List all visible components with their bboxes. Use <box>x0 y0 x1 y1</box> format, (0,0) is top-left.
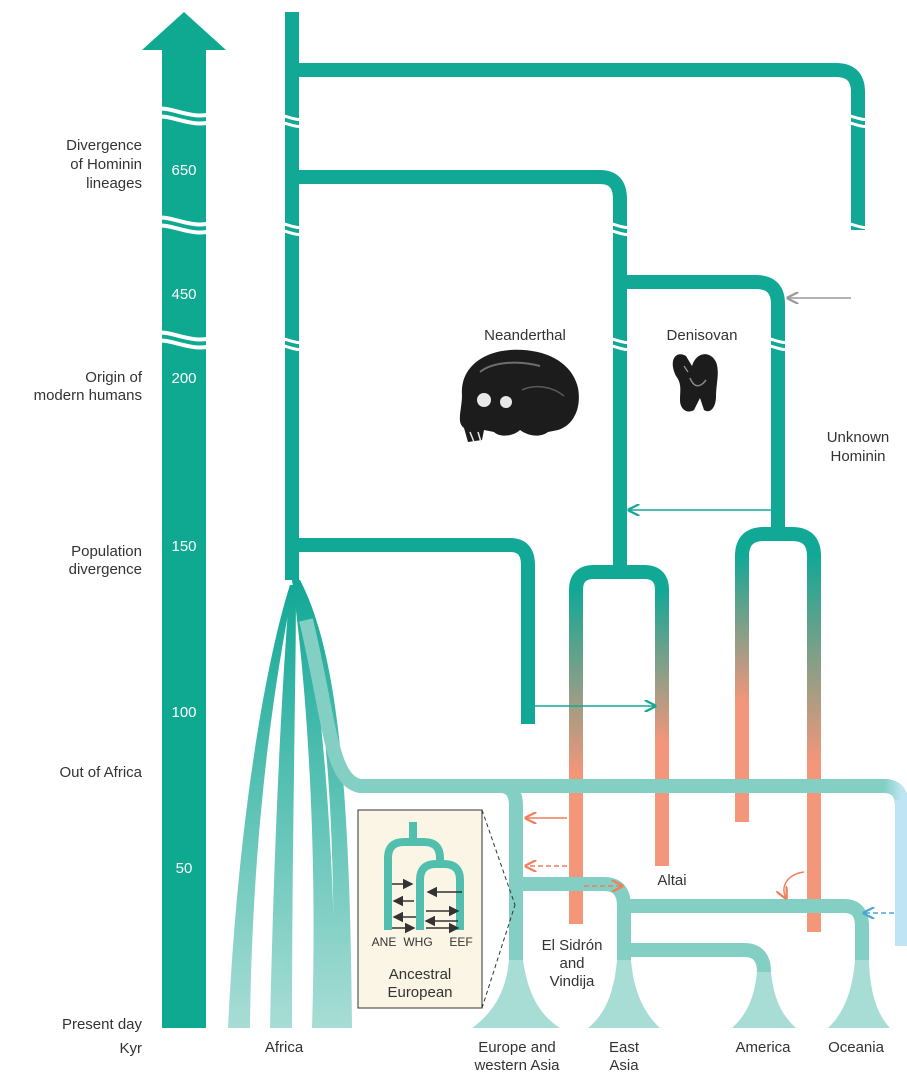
tick-100: 100 <box>171 704 196 721</box>
svg-text:of Hominin: of Hominin <box>70 156 142 173</box>
svg-text:lineages: lineages <box>86 175 142 192</box>
time-axis-arrow <box>142 12 226 1028</box>
axis-break-marks <box>146 106 219 350</box>
label-europe-1: Europe and <box>478 1039 556 1056</box>
label-present-day: Present day <box>62 1016 143 1033</box>
label-america: America <box>735 1039 791 1056</box>
east-asia-fan <box>588 960 660 1028</box>
oceania-ghost-stem <box>895 800 907 946</box>
label-el-sidron-1: El Sidrón <box>542 937 603 954</box>
inset-gene-flow-arrows <box>392 878 462 934</box>
label-africa: Africa <box>265 1039 304 1056</box>
inset-label-eef: EEF <box>449 935 472 949</box>
label-unknown-hominin-2: Hominin <box>830 448 885 465</box>
label-unknown-hominin-1: Unknown <box>827 429 890 446</box>
label-kyr: Kyr <box>120 1040 143 1057</box>
label-altai: Altai <box>657 872 686 889</box>
label-el-sidron-2: and <box>559 955 584 972</box>
tick-150: 150 <box>171 538 196 555</box>
label-origin-modern-humans: Origin of modern humans <box>34 369 143 404</box>
neanderthal-el-sidron-stem <box>569 590 583 924</box>
inset-title-line-2: European <box>387 984 452 1001</box>
svg-text:Origin of: Origin of <box>85 369 143 386</box>
tick-50: 50 <box>176 860 193 877</box>
branch-archaic <box>292 170 627 565</box>
inset-zoom-lines <box>481 809 516 1009</box>
svg-text:Divergence: Divergence <box>66 137 142 154</box>
europe-branch <box>499 779 523 990</box>
label-east-asia-2: Asia <box>609 1057 639 1074</box>
africa-lineage-4 <box>294 580 352 1028</box>
label-neanderthal: Neanderthal <box>484 327 566 344</box>
oceania-branch <box>624 899 869 990</box>
svg-text:Population: Population <box>71 543 142 560</box>
arrow-denisovan-to-oceania <box>784 871 805 898</box>
america-branch <box>624 943 771 990</box>
label-out-of-africa: Out of Africa <box>59 764 142 781</box>
skull-icon <box>459 349 579 443</box>
branch-early-modern <box>292 538 535 724</box>
europe-fan <box>472 960 560 1028</box>
denisovan-left-stem <box>735 556 749 822</box>
label-el-sidron-3: Vindija <box>550 973 595 990</box>
label-oceania: Oceania <box>828 1039 885 1056</box>
label-east-asia-1: East <box>609 1039 640 1056</box>
label-denisovan: Denisovan <box>667 327 738 344</box>
tick-450: 450 <box>171 286 196 303</box>
denisovan-fork-top <box>735 527 821 557</box>
label-divergence-hominin: Divergence of Hominin lineages <box>66 137 142 192</box>
oceania-fan <box>828 960 890 1028</box>
africa-lineage-1 <box>228 585 294 1028</box>
inset-label-ane: ANE <box>372 935 397 949</box>
neanderthal-fork-top <box>569 565 669 591</box>
inset-label-whg: WHG <box>403 935 432 949</box>
svg-text:divergence: divergence <box>69 561 142 578</box>
label-population-divergence: Population divergence <box>69 543 142 578</box>
africa-lineage-2 <box>270 585 296 1028</box>
svg-text:modern humans: modern humans <box>34 387 142 404</box>
branch-denisovan <box>620 275 785 530</box>
branch-unknown-top <box>292 63 865 230</box>
tooth-icon <box>672 354 718 412</box>
inset-tree <box>384 822 464 930</box>
america-fan <box>732 972 796 1028</box>
tick-200: 200 <box>171 370 196 387</box>
denisovan-right-stem <box>807 556 821 932</box>
africa-lineage-3 <box>292 580 336 1028</box>
label-europe-2: western Asia <box>473 1057 560 1074</box>
inset-title-line-1: Ancestral <box>389 966 452 983</box>
tick-650: 650 <box>171 162 196 179</box>
neanderthal-altai-stem <box>655 590 669 866</box>
lineage-break-marks <box>273 114 875 352</box>
